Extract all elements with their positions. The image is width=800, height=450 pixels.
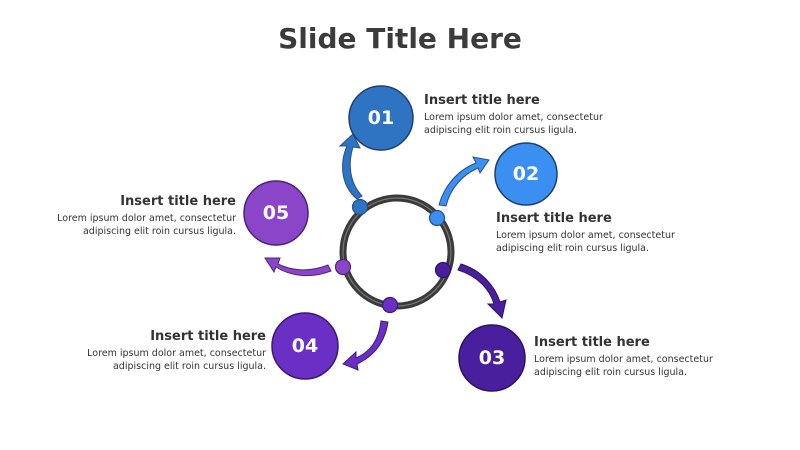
step-circle-05 [243, 180, 309, 246]
ring-dot-01 [351, 198, 369, 216]
ring-dot-05 [334, 258, 352, 276]
arrow-to-step-05 [264, 257, 332, 277]
step-description-03: Lorem ipsum dolor amet, consectetur adip… [534, 354, 713, 378]
arrow-to-step-03 [457, 263, 507, 319]
ring-dot-03 [434, 261, 452, 279]
step-number-05: 05 [262, 202, 290, 224]
step-circle-04 [271, 312, 339, 380]
step-number-01: 01 [367, 107, 395, 129]
ring-dot-02 [428, 209, 446, 227]
step-number-03: 03 [478, 347, 506, 369]
arrow-to-step-04 [342, 320, 389, 371]
step-text-02: Insert title here Lorem ipsum dolor amet… [496, 211, 696, 255]
step-circle-03 [458, 324, 526, 392]
step-description-05: Lorem ipsum dolor amet, consectetur adip… [57, 213, 236, 237]
slide-title: Slide Title Here [278, 22, 522, 55]
step-description-01: Lorem ipsum dolor amet, consectetur adip… [424, 112, 603, 136]
step-circle-02 [494, 142, 558, 206]
step-text-04: Insert title here Lorem ipsum dolor amet… [66, 329, 266, 373]
step-circle-01 [348, 85, 414, 151]
step-title-03: Insert title here [534, 335, 650, 350]
step-title-02: Insert title here [496, 211, 612, 226]
step-text-03: Insert title here Lorem ipsum dolor amet… [534, 335, 734, 379]
step-title-01: Insert title here [424, 93, 540, 108]
step-text-01: Insert title here Lorem ipsum dolor amet… [424, 93, 624, 137]
step-title-04: Insert title here [150, 329, 266, 344]
arrow-to-step-02 [438, 156, 490, 207]
step-text-05: Insert title here Lorem ipsum dolor amet… [36, 194, 236, 238]
arrow-to-step-01 [338, 133, 363, 200]
step-number-02: 02 [512, 163, 540, 185]
step-description-02: Lorem ipsum dolor amet, consectetur adip… [496, 230, 675, 254]
step-description-04: Lorem ipsum dolor amet, consectetur adip… [87, 348, 266, 372]
step-number-04: 04 [291, 335, 319, 357]
step-title-05: Insert title here [120, 194, 236, 209]
ring-dot-04 [381, 296, 399, 314]
